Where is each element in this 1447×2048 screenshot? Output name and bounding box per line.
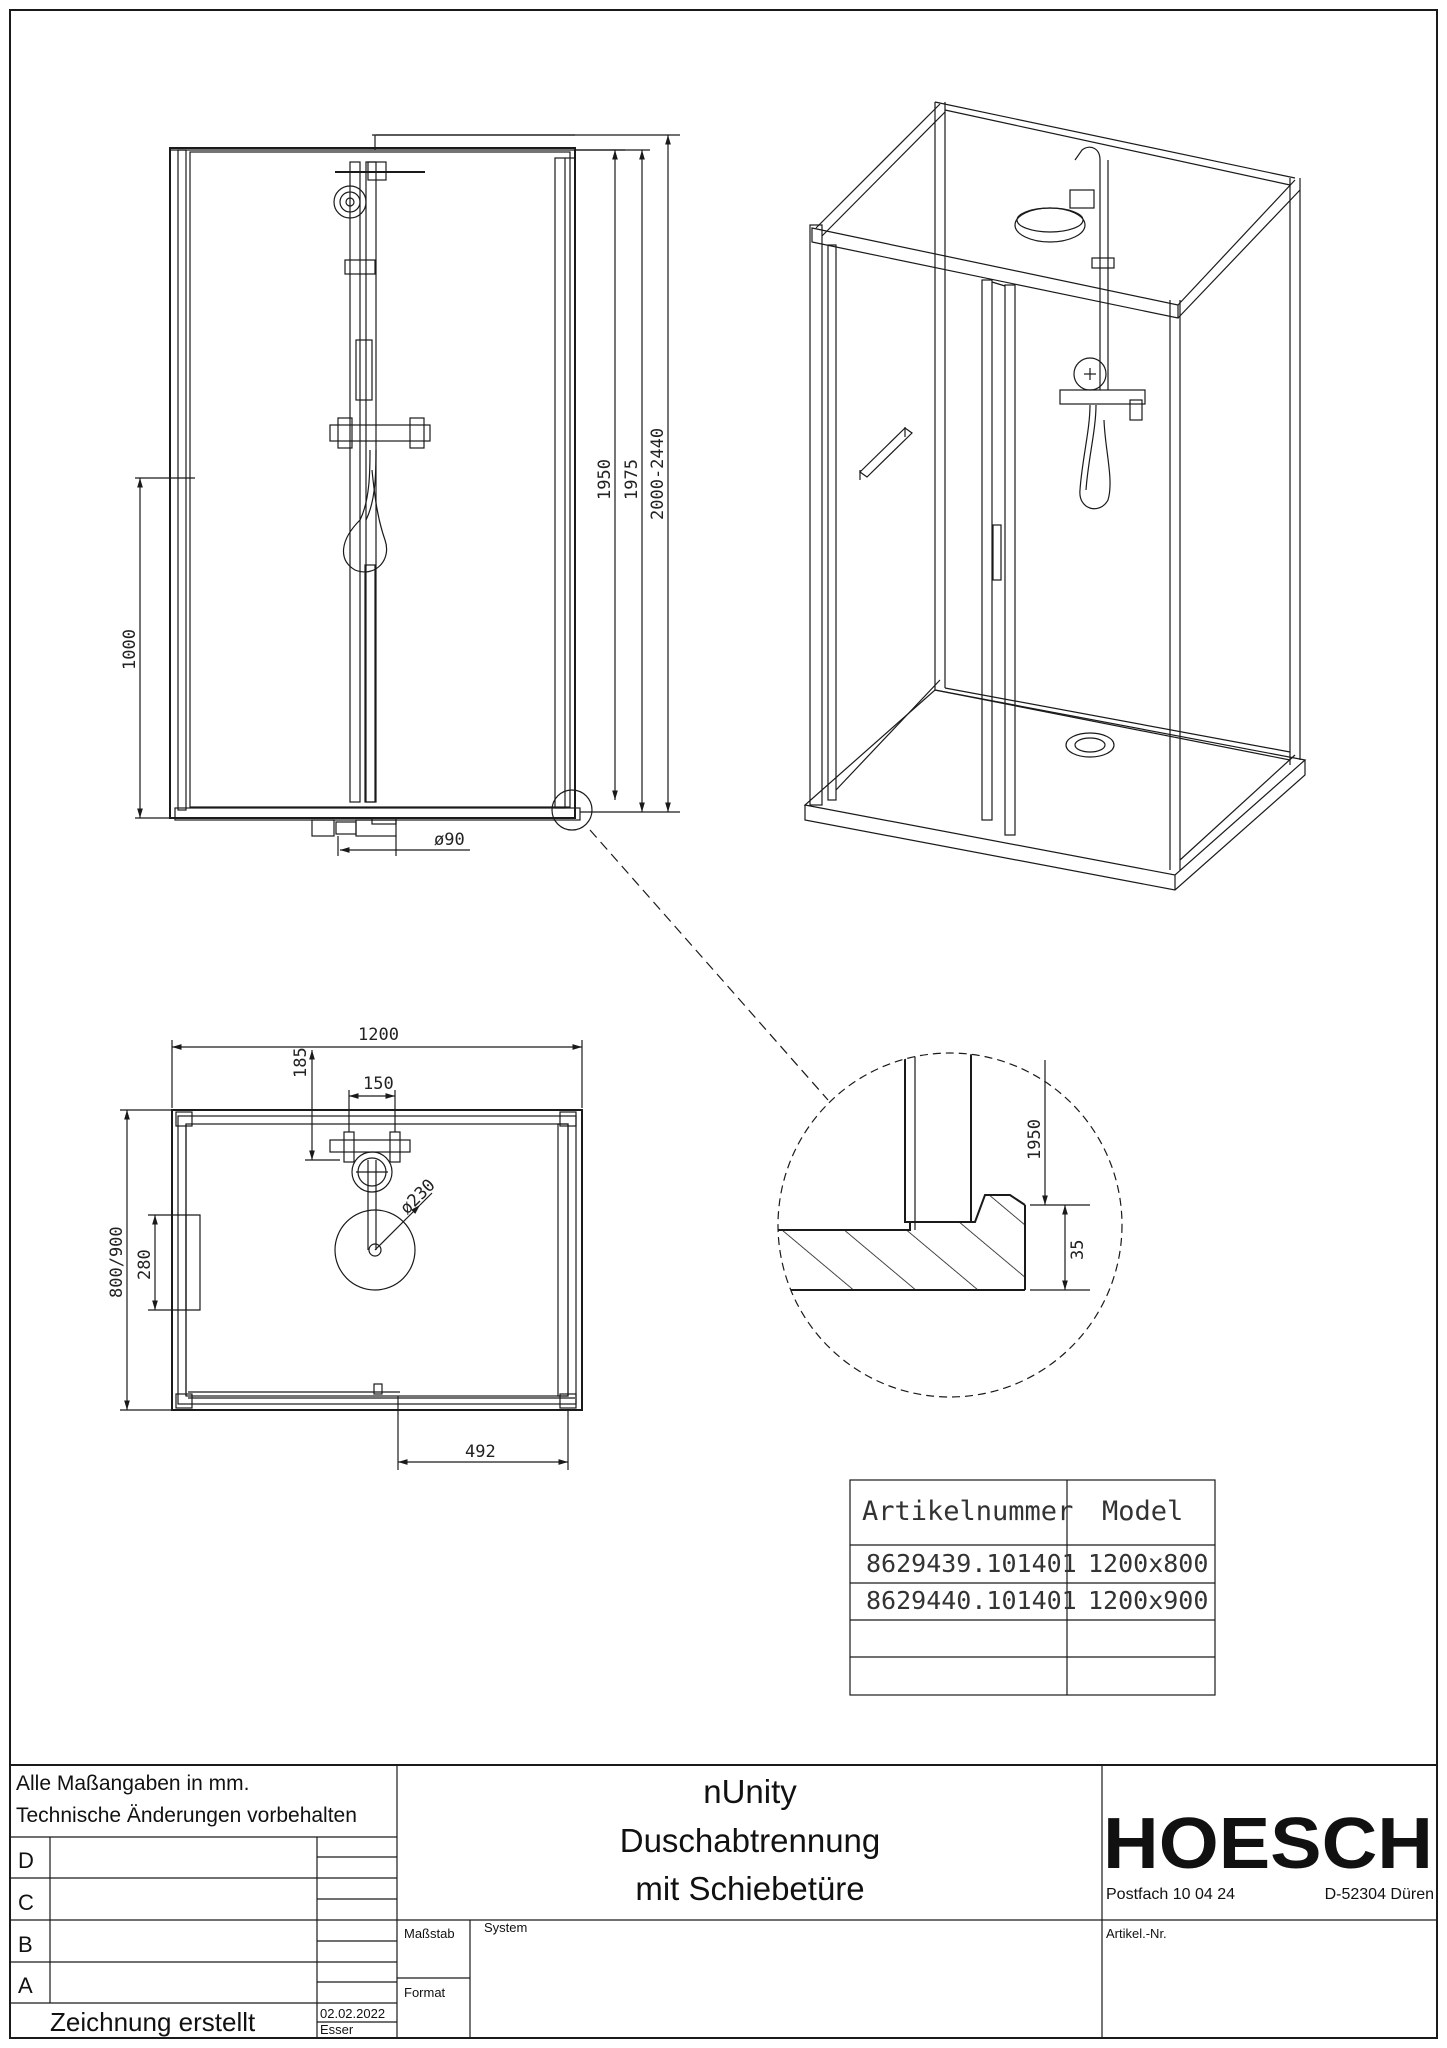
- iso-rain-head-icon: [1014, 207, 1086, 243]
- dim-label-185: 185: [291, 1047, 311, 1078]
- system-label: System: [484, 1920, 527, 1935]
- detail-view: 1950 35: [777, 1052, 1123, 1398]
- dim-label-1975: 1975: [622, 459, 642, 500]
- drain-fitting-front: [311, 817, 397, 837]
- dim-label-detail-35: 35: [1068, 1240, 1088, 1260]
- iso-door-left-edge: [981, 279, 993, 821]
- product-name: nUnity: [703, 1773, 797, 1810]
- dim-label-800-900: 800/900: [107, 1226, 127, 1298]
- address-city: D-52304 Düren: [1325, 1886, 1434, 1903]
- note-dimensions: Alle Maßangaben in mm.: [16, 1772, 249, 1795]
- scale-label: Maßstab: [404, 1926, 455, 1941]
- table-header-model: Model: [1102, 1496, 1183, 1527]
- revision-c: C: [18, 1890, 34, 1915]
- plan-mixer: [329, 1131, 411, 1250]
- dim-label-1950: 1950: [595, 459, 615, 500]
- brand-logo: HOESCH: [1103, 1804, 1433, 1884]
- sheet-border: [9, 9, 1438, 2039]
- handshower-head-icon: [333, 185, 367, 219]
- plan-outer-tray: [171, 1109, 583, 1411]
- dim-label-280: 280: [135, 1249, 155, 1280]
- created-label: Zeichnung erstellt: [50, 2007, 256, 2037]
- dim-label-150: 150: [363, 1074, 394, 1094]
- title-block: Alle Maßangaben in mm. Technische Änderu…: [10, 1764, 1437, 2038]
- created-by: Esser: [320, 2022, 354, 2037]
- iso-drain: [1065, 732, 1115, 758]
- front-right-profile: [554, 157, 566, 809]
- note-technical-changes: Technische Änderungen vorbehalten: [16, 1804, 357, 1827]
- plan-rain-head-circle: [334, 1209, 416, 1291]
- revision-d: D: [18, 1848, 34, 1873]
- dim-label-1200: 1200: [358, 1025, 399, 1045]
- iso-front-left-post: [809, 224, 823, 806]
- shower-riser-front: [329, 161, 431, 803]
- front-outer-frame: [169, 147, 576, 819]
- iso-tray-top: [803, 689, 1307, 876]
- dim-label-1000: 1000: [120, 629, 140, 670]
- revision-a: A: [18, 1973, 33, 1998]
- table-header-article: Artikelnummer: [862, 1496, 1073, 1527]
- front-left-profile: [177, 149, 187, 811]
- front-glass-panel: [189, 151, 571, 808]
- article-table: Artikelnummer Model 8629439.101401 1200x…: [849, 1479, 1216, 1696]
- product-description-2: mit Schiebetüre: [635, 1870, 864, 1907]
- front-elevation-view: 1950 1975 2000-2440 1000 ø90: [120, 134, 680, 856]
- detail-circle-boundary: [777, 1052, 1123, 1398]
- address-po-box: Postfach 10 04 24: [1106, 1886, 1235, 1903]
- iso-top-front-rail: [811, 227, 1179, 319]
- iso-door-handle-icon: [992, 524, 1002, 581]
- table-cell-article-1: 8629439.101401: [866, 1549, 1077, 1578]
- table-cell-model-1: 1200x800: [1088, 1549, 1208, 1578]
- plan-handle-icon: [190, 1214, 201, 1311]
- dim-label-head-diameter: ø230: [396, 1175, 439, 1218]
- thermostat-mixer-front: [329, 424, 431, 442]
- table-cell-model-2: 1200x900: [1088, 1586, 1208, 1615]
- revision-b: B: [18, 1932, 33, 1957]
- created-date: 02.02.2022: [320, 2006, 385, 2021]
- iso-door-right-edge: [1004, 284, 1016, 836]
- dim-label-detail-1950: 1950: [1025, 1119, 1045, 1160]
- dim-label-drain: ø90: [434, 830, 465, 850]
- table-cell-article-2: 8629440.101401: [866, 1586, 1077, 1615]
- iso-towel-bar-icon: [859, 427, 913, 478]
- product-description-1: Duschabtrennung: [620, 1822, 881, 1859]
- iso-shower-column: [1014, 146, 1146, 510]
- detail-profile: [904, 1053, 972, 1223]
- article-number-label: Artikel.-Nr.: [1106, 1926, 1167, 1941]
- iso-thermostat-icon: [1059, 389, 1146, 405]
- detail-callout-circle: [551, 789, 593, 831]
- dim-label-2000-2440: 2000-2440: [648, 428, 668, 520]
- dim-label-492: 492: [465, 1442, 496, 1462]
- detail-leader-line: [589, 829, 829, 1101]
- plan-view: ø230 1200 185 150 800/900 280 492: [107, 1025, 583, 1470]
- isometric-view: [803, 101, 1307, 891]
- format-label: Format: [404, 1985, 446, 2000]
- shower-hose-front: [342, 449, 388, 573]
